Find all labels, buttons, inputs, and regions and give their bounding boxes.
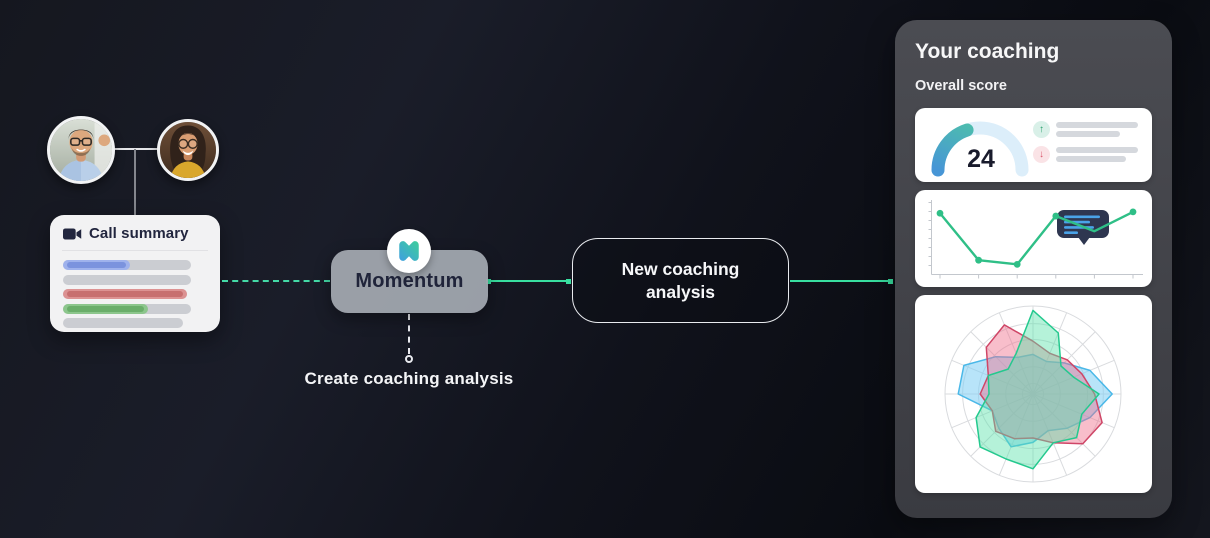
legend-skeleton-bars <box>1056 146 1138 162</box>
divider <box>62 250 208 251</box>
action-label: Create coaching analysis <box>304 369 514 388</box>
analysis-node-label-line1: New coaching <box>621 259 740 280</box>
connector-momentum-to-analysis <box>489 280 571 282</box>
overall-score-value: 24 <box>967 145 995 173</box>
legend-bar <box>1056 131 1120 137</box>
avatar <box>47 116 115 184</box>
connector-endpoint-dot <box>888 278 893 284</box>
legend-skeleton-bars <box>1056 121 1138 137</box>
score-trend-line-chart <box>928 200 1143 279</box>
score-trend-card <box>915 190 1152 287</box>
call-summary-title: Call summary <box>89 225 189 242</box>
woman-avatar-illustration <box>160 122 216 178</box>
connector-endpoint-dot <box>486 278 491 284</box>
legend-row: ↑ <box>1033 121 1138 138</box>
summary-bar <box>63 289 187 299</box>
summary-bar <box>63 260 191 270</box>
radar-series-red <box>979 324 1103 445</box>
radar-series-green <box>975 309 1100 470</box>
legend-row: ↓ <box>1033 146 1138 163</box>
analysis-node-label-line2: analysis <box>645 281 716 302</box>
avatar-connector-line <box>100 148 172 150</box>
call-summary-skeleton-bars <box>63 260 207 328</box>
momentum-logo-icon <box>399 241 419 261</box>
connector-momentum-to-action <box>408 314 410 354</box>
skills-radar-card <box>915 295 1152 493</box>
man-avatar-illustration <box>50 119 112 181</box>
avatar-to-card-connector <box>134 149 136 216</box>
score-change-legend: ↑↓ <box>1033 121 1138 163</box>
summary-bar-highlight <box>63 260 130 270</box>
summary-bar-highlight <box>63 289 187 299</box>
summary-bar <box>63 318 183 328</box>
summary-bar <box>63 303 191 314</box>
connector-summary-to-momentum <box>222 280 330 282</box>
summary-bar-highlight <box>63 303 148 314</box>
call-summary-header: Call summary <box>63 225 207 242</box>
action-endpoint-circle <box>405 355 413 363</box>
panel-title: Your coaching <box>915 40 1060 63</box>
momentum-node-label: Momentum <box>355 270 464 292</box>
your-coaching-panel: Your coaching Overall score 24 ↑↓ <box>895 20 1172 518</box>
legend-bar <box>1056 122 1138 128</box>
overall-score-card: 24 ↑↓ <box>915 108 1152 182</box>
legend-bar <box>1056 156 1126 162</box>
score-gauge-chart <box>931 121 1029 177</box>
avatar <box>157 119 219 181</box>
arrow-up-icon: ↑ <box>1033 121 1050 138</box>
summary-bar <box>63 274 191 285</box>
connector-analysis-to-panel <box>790 280 893 282</box>
video-camera-icon <box>63 227 82 240</box>
new-coaching-analysis-node[interactable]: New coaching analysis <box>572 238 789 323</box>
call-summary-card: Call summary <box>50 215 220 332</box>
legend-bar <box>1056 147 1138 153</box>
skills-radar-chart <box>944 305 1122 483</box>
connector-endpoint-dot <box>566 278 571 284</box>
momentum-logo-badge <box>387 229 431 273</box>
arrow-down-icon: ↓ <box>1033 146 1050 163</box>
panel-subtitle: Overall score <box>915 78 1007 94</box>
